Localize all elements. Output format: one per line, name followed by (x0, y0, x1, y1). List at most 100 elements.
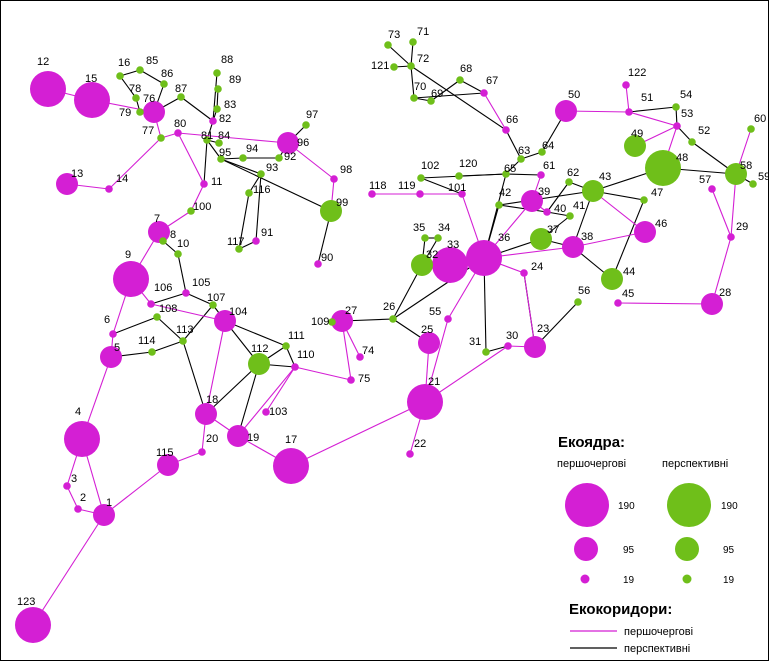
ecocore-node-58 (725, 163, 747, 185)
legend-priority-95-symbol (574, 537, 598, 561)
prospective-corridor-105-10 (177, 253, 187, 294)
ecocore-node-106 (147, 300, 155, 308)
ecocore-node-104 (214, 310, 236, 332)
node-label-111: 111 (288, 330, 305, 342)
node-label-6: 6 (104, 314, 110, 326)
priority-corridor-77-14 (108, 137, 162, 190)
ecocore-node-64 (538, 148, 546, 156)
node-label-37: 37 (547, 224, 559, 236)
ecocore-node-21 (407, 384, 443, 420)
ecocore-node-68 (456, 76, 464, 84)
node-label-4: 4 (75, 406, 81, 418)
node-label-120: 120 (459, 158, 477, 170)
priority-corridor-66-67 (483, 92, 507, 131)
ecocore-node-1 (93, 504, 115, 526)
ecocore-node-42 (495, 201, 503, 209)
node-label-51: 51 (641, 92, 653, 104)
priority-corridor-11-80 (177, 132, 205, 185)
priority-corridor-23-24 (523, 272, 536, 348)
node-label-42: 42 (499, 187, 511, 199)
legend-size-190-p: 190 (618, 501, 635, 512)
node-label-76: 76 (143, 93, 155, 105)
node-label-49: 49 (631, 128, 643, 140)
ecocore-node-110 (291, 363, 299, 371)
node-label-87: 87 (175, 83, 187, 95)
node-label-58: 58 (740, 160, 752, 172)
ecocore-node-118 (368, 190, 376, 198)
ecocore-node-85 (136, 66, 144, 74)
priority-corridor-1-115 (103, 464, 169, 516)
ecocore-node-23 (524, 336, 546, 358)
node-label-19: 19 (247, 432, 259, 444)
node-label-82: 82 (219, 113, 231, 125)
legend-nodes-title: Екоядра: (558, 434, 625, 451)
ecocore-node-66 (502, 126, 510, 134)
prospective-corridor-81-11 (203, 139, 208, 185)
node-label-85: 85 (146, 55, 158, 67)
ecocore-node-105 (182, 289, 190, 297)
ecocore-node-72 (407, 62, 415, 70)
node-label-65: 65 (504, 163, 516, 175)
prospective-corridor-62-40 (546, 181, 570, 213)
ecocore-node-33 (432, 247, 468, 283)
ecocore-node-19 (227, 425, 249, 447)
ecocore-node-36 (466, 240, 502, 276)
node-label-81: 81 (201, 130, 213, 142)
node-label-113: 113 (176, 324, 194, 336)
node-label-39: 39 (538, 186, 550, 198)
ecocore-node-48 (645, 150, 681, 186)
ecocore-node-8 (159, 237, 167, 245)
node-label-121: 121 (371, 60, 389, 72)
prospective-corridor-107-113 (182, 304, 214, 342)
node-label-36: 36 (498, 232, 510, 244)
ecocore-node-99 (320, 200, 342, 222)
node-label-61: 61 (543, 160, 555, 172)
node-label-93: 93 (266, 162, 278, 174)
prospective-corridor-82-88 (212, 72, 218, 122)
prospective-corridor-63-66 (505, 129, 522, 160)
ecocore-node-13 (56, 173, 78, 195)
node-label-18: 18 (206, 394, 218, 406)
prospective-corridor-112-18 (205, 363, 260, 415)
ecocore-node-34 (434, 234, 442, 242)
node-label-109: 109 (311, 316, 329, 328)
node-label-47: 47 (651, 187, 663, 199)
node-label-28: 28 (719, 287, 731, 299)
node-label-103: 103 (269, 406, 287, 418)
node-label-117: 117 (227, 236, 245, 248)
node-label-1: 1 (106, 497, 112, 509)
node-label-108: 108 (159, 303, 177, 315)
prospective-corridor-72-71 (410, 41, 414, 67)
prospective-corridor-108-6 (112, 316, 158, 335)
node-label-57: 57 (699, 174, 711, 186)
priority-corridor-46-43 (592, 190, 646, 233)
node-label-60: 60 (754, 113, 766, 125)
priority-corridor-104-106 (150, 303, 226, 322)
prospective-corridor-16-78 (119, 75, 137, 99)
node-label-30: 30 (506, 330, 518, 342)
priority-corridor-17-21 (290, 401, 426, 467)
prospective-corridor-26-36 (392, 257, 485, 320)
ecocore-node-113 (179, 337, 187, 345)
node-label-119: 119 (398, 180, 416, 192)
ecocore-node-14 (105, 185, 113, 193)
node-label-97: 97 (306, 109, 318, 121)
ecocore-node-37 (530, 228, 552, 250)
prospective-corridor-47-44 (611, 199, 645, 280)
node-label-88: 88 (221, 54, 233, 66)
node-label-9: 9 (125, 249, 131, 261)
ecocore-node-92 (275, 154, 283, 162)
ecocore-node-123 (15, 607, 51, 643)
ecocore-node-120 (455, 172, 463, 180)
prospective-corridor-112-19 (237, 363, 260, 437)
ecocore-node-24 (520, 269, 528, 277)
ecocore-node-27 (331, 310, 353, 332)
legend-size-95-p: 95 (623, 545, 635, 556)
priority-corridor-45-28 (617, 302, 713, 305)
node-label-3: 3 (71, 473, 77, 485)
ecocore-node-18 (195, 403, 217, 425)
prospective-corridor-72-70 (410, 65, 415, 99)
node-label-44: 44 (623, 266, 635, 278)
